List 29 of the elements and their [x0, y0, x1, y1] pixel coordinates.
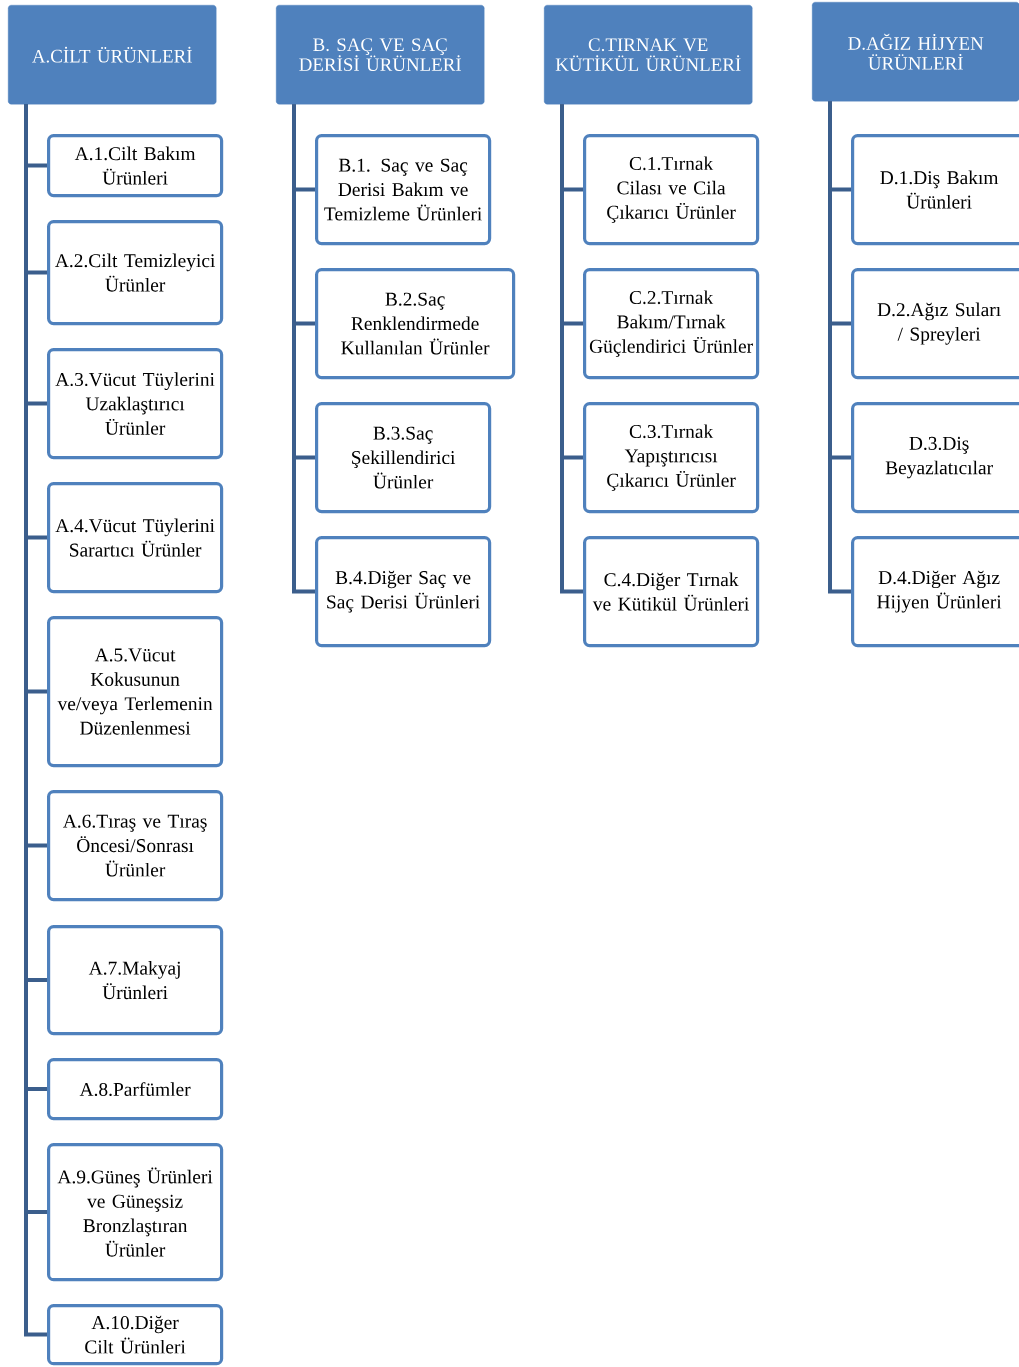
category-box: B.3.Saç Şekillendirici Ürünler — [315, 402, 492, 514]
category-box: A.4.Vücut Tüylerini Sarartıcı Ürünler — [47, 482, 224, 594]
category-box: C.2.Tırnak Bakım/Tırnak Güçlendirici Ürünler — [583, 268, 760, 380]
category-box: C.1.Tırnak Cilası ve Cila Çıkarıcı Ürünler — [583, 134, 760, 246]
category-box: A.7.Makyaj Ürünleri — [47, 925, 224, 1036]
header-box: B. SAÇ VE SAÇ DERİSİ ÜRÜNLERİ — [276, 5, 485, 105]
header-box: D.AĞIZ HİJYEN ÜRÜNLERİ — [812, 2, 1019, 102]
connector-line — [292, 104, 315, 594]
category-box: A.9.Güneş Ürünleri ve Güneşsiz Bronzlaştıran Ürünler — [47, 1143, 224, 1282]
header-box: A.CİLT ÜRÜNLERİ — [8, 5, 217, 105]
category-box: B.4.Diğer Saç ve Saç Derisi Ürünleri — [315, 536, 492, 648]
category-box: B.2.Saç Renklendirmede Kullanılan Ürünler — [315, 268, 516, 380]
category-box: A.10.Diğer Cilt Ürünleri — [47, 1304, 224, 1366]
category-box: C.3.Tırnak Yapıştırıcısı Çıkarıcı Ürünler — [583, 402, 760, 514]
category-box: A.1.Cilt Bakım Ürünleri — [47, 134, 224, 198]
category-box: A.8.Parfümler — [47, 1058, 224, 1121]
category-box: B.1. Saç ve Saç Derisi Bakım ve Temizleme Ürünleri — [315, 134, 492, 246]
header-box: C.TIRNAK VE KÜTİKÜL ÜRÜNLERİ — [544, 5, 753, 105]
category-box: D.2.Ağız Suları / Spreyleri — [851, 268, 1019, 380]
category-box: D.4.Diğer Ağız Hijyen Ürünleri — [851, 536, 1019, 648]
category-box: D.3.Diş Beyazlatıcılar — [851, 402, 1019, 514]
connector-line — [560, 104, 583, 594]
category-box: D.1.Diş Bakım Ürünleri — [851, 134, 1019, 246]
connector-line — [828, 101, 851, 594]
category-box: C.4.Diğer Tırnak ve Kütikül Ürünleri — [583, 536, 760, 648]
category-box: A.5.Vücut Kokusunun ve/veya Terlemenin Düzenlenmesi — [47, 616, 224, 768]
category-box: A.3.Vücut Tüylerini Uzaklaştırıcı Ürünler — [47, 348, 224, 460]
category-box: A.6.Tıraş ve Tıraş Öncesi/Sonrası Ürünler — [47, 790, 224, 902]
category-box: A.2.Cilt Temizleyici Ürünler — [47, 220, 224, 326]
